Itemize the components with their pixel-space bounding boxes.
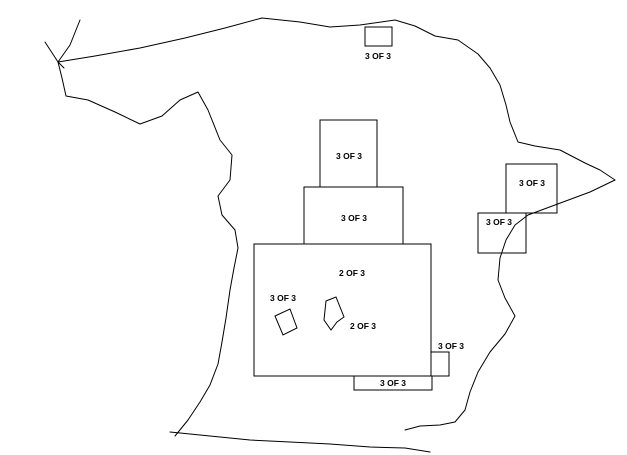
label-inner-right: 2 OF 3 bbox=[350, 321, 376, 331]
sheet-top-small[interactable] bbox=[364, 26, 393, 47]
boundary-north-spur bbox=[57, 19, 81, 63]
sheet-labels: 3 OF 3 3 OF 3 3 OF 3 2 OF 3 3 OF 3 2 OF … bbox=[270, 51, 545, 388]
label-top-small: 3 OF 3 bbox=[365, 51, 391, 61]
boundary-north bbox=[57, 17, 616, 181]
boundary-east bbox=[404, 179, 616, 431]
map-sheets bbox=[253, 26, 558, 391]
sheet-inner-left[interactable] bbox=[274, 308, 298, 336]
label-center-top: 3 OF 3 bbox=[336, 151, 362, 161]
boundary-south bbox=[169, 431, 431, 453]
sheet-inner-right[interactable] bbox=[323, 296, 345, 331]
sheet-lower-right-small[interactable] bbox=[430, 351, 450, 377]
sheet-center-big[interactable] bbox=[253, 243, 432, 377]
label-inner-left: 3 OF 3 bbox=[270, 293, 296, 303]
boundary-west bbox=[57, 61, 239, 437]
label-lower-right-small: 3 OF 3 bbox=[438, 341, 464, 351]
label-east-upper: 3 OF 3 bbox=[519, 178, 545, 188]
boundary-lines bbox=[44, 17, 616, 453]
sheet-east-lower[interactable] bbox=[477, 212, 527, 254]
label-center-big: 2 OF 3 bbox=[339, 268, 365, 278]
sheet-east-upper[interactable] bbox=[505, 163, 558, 214]
boundary-northwest-spur bbox=[44, 41, 65, 69]
sheet-bottom-strip[interactable] bbox=[353, 375, 433, 391]
label-bottom-strip: 3 OF 3 bbox=[380, 378, 406, 388]
label-center-mid: 3 OF 3 bbox=[341, 213, 367, 223]
label-east-lower: 3 OF 3 bbox=[486, 217, 512, 227]
